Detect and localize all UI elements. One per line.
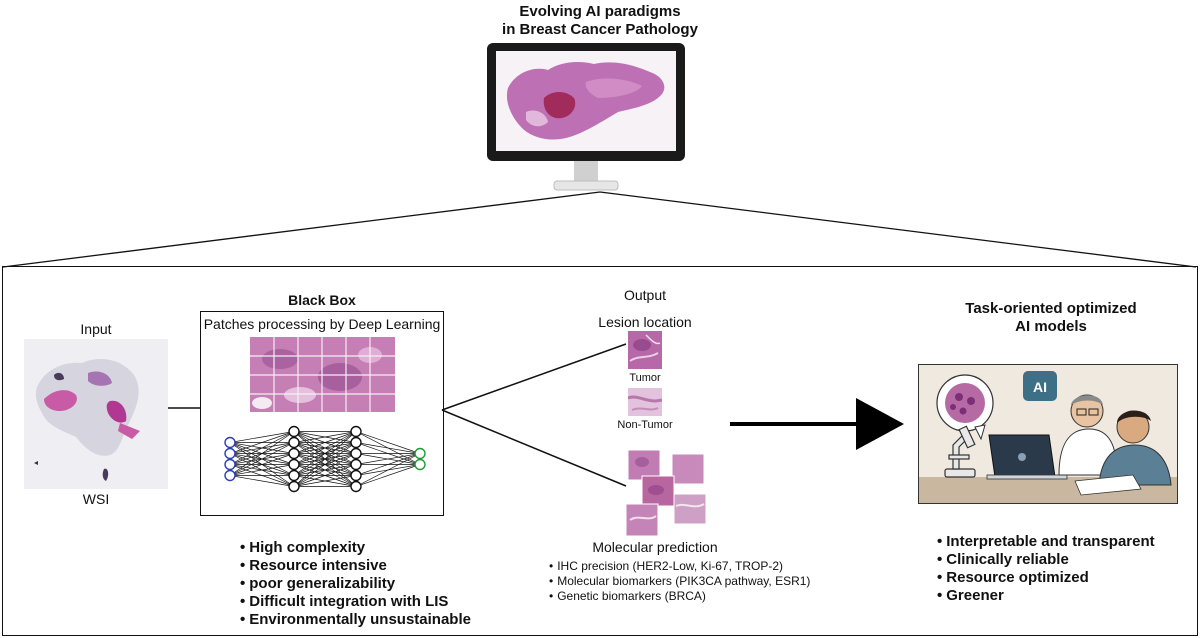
nn-node [288,480,300,493]
prediction-list: IHC precision (HER2-Low, Ki-67, TROP-2) … [549,559,810,604]
nn-edge [229,431,295,465]
wsi-thumbnail [24,339,168,489]
nn-edge [355,431,421,454]
optimized-title-line-1: Task-oriented optimized [965,300,1137,317]
ai-badge-text: AI [1033,379,1047,395]
monitor-base [553,180,619,191]
nn-edge [293,442,357,487]
neural-network [224,425,426,493]
molecular-patches [625,450,707,537]
nn-node [350,469,362,482]
nn-edge [355,453,421,465]
benefit-item: Interpretable and transparent [937,533,1154,551]
nn-node [288,458,300,471]
report-paper [1074,474,1142,496]
patch-stack [625,450,707,537]
nn-edge [229,475,295,487]
prediction-item: IHC precision (HER2-Low, Ki-67, TROP-2) [549,559,810,574]
tumor-label: Tumor [629,372,661,384]
nn-node [350,447,362,460]
nn-edge [229,453,295,476]
arrow-right-icon [730,398,904,450]
limitation-item: Environmentally unsustainable [240,611,471,629]
nn-edge [293,475,357,487]
tumor-patch [628,331,662,369]
limitation-item: Difficult integration with LIS [240,593,471,611]
nn-node [350,425,362,438]
benefit-item: Clinically reliable [937,551,1155,569]
nn-edge [355,453,421,476]
nn-edge [293,431,357,465]
nn-edge [293,431,357,443]
black-box: Patches processing by Deep Learning [200,311,444,516]
nn-edge [229,431,295,443]
nn-node [288,447,300,460]
nn-edge [355,442,421,454]
output-connectors [441,343,627,487]
nn-edge [293,431,357,454]
nn-node [288,425,300,438]
prediction-item: Molecular biomarkers (PIK3CA pathway, ES… [549,574,810,589]
nn-edge [229,431,295,476]
input-connector [168,407,201,409]
nn-node [350,436,362,449]
title-line-1: Evolving AI paradigms [519,3,681,20]
prediction-item: Genetic biomarkers (BRCA) [549,589,810,604]
monitor-illustration [487,43,685,191]
patch-grid [250,337,395,412]
workflow-panel [2,266,1198,636]
lesion-location-label: Lesion location [598,314,692,330]
nn-node [224,469,236,482]
laptop-icon [986,434,1068,480]
limitation-item: Resource intensive [240,557,471,575]
nn-edge [229,442,295,476]
limitation-item: poor generalizability [240,575,471,593]
clinicians-illustration: AI [918,364,1178,504]
nn-edge [293,431,357,487]
nn-node [414,458,426,471]
nn-node [288,436,300,449]
wsi-caption: WSI [82,491,110,507]
nn-edge [355,464,421,487]
monitor-neck [574,161,598,183]
microscope-icon [944,425,976,478]
wsi-on-screen [506,62,665,140]
nn-edge [229,431,295,454]
non-tumor-label: Non-Tumor [617,419,673,431]
nn-node [350,458,362,471]
nn-edge [293,453,357,487]
nn-edge [293,431,357,476]
nn-node [224,447,236,460]
nn-node [224,458,236,471]
output-label: Output [623,287,667,303]
title-line-2: in Breast Cancer Pathology [502,21,698,38]
nn-node [414,447,426,460]
nn-node [224,436,236,449]
limitations-list: High complexity Resource intensive poor … [240,539,471,629]
benefit-item: Resource optimized [937,569,1155,587]
non-tumor-patch [628,388,662,416]
diagram-title: Evolving AI paradigms in Breast Cancer P… [0,3,1200,39]
benefits-list: Interpretable and transparent Clinically… [937,533,1155,605]
black-box-subtitle: Patches processing by Deep Learning [203,316,441,332]
nn-node [288,469,300,482]
nn-edge [229,464,295,476]
colleague-figure [1098,410,1172,486]
nn-edge [355,453,421,487]
optimized-title-line-2: AI models [1015,318,1087,335]
clinicians-scene: AI [919,365,1177,503]
benefit-item: Greener [937,587,1155,605]
molecular-prediction-label: Molecular prediction [592,539,718,555]
nn-node [350,480,362,493]
optimized-title: Task-oriented optimized AI models [920,300,1182,336]
black-box-title: Black Box [288,292,356,308]
limitation-item: High complexity [240,539,471,557]
nn-edge [293,464,357,487]
input-label: Input [80,321,112,337]
